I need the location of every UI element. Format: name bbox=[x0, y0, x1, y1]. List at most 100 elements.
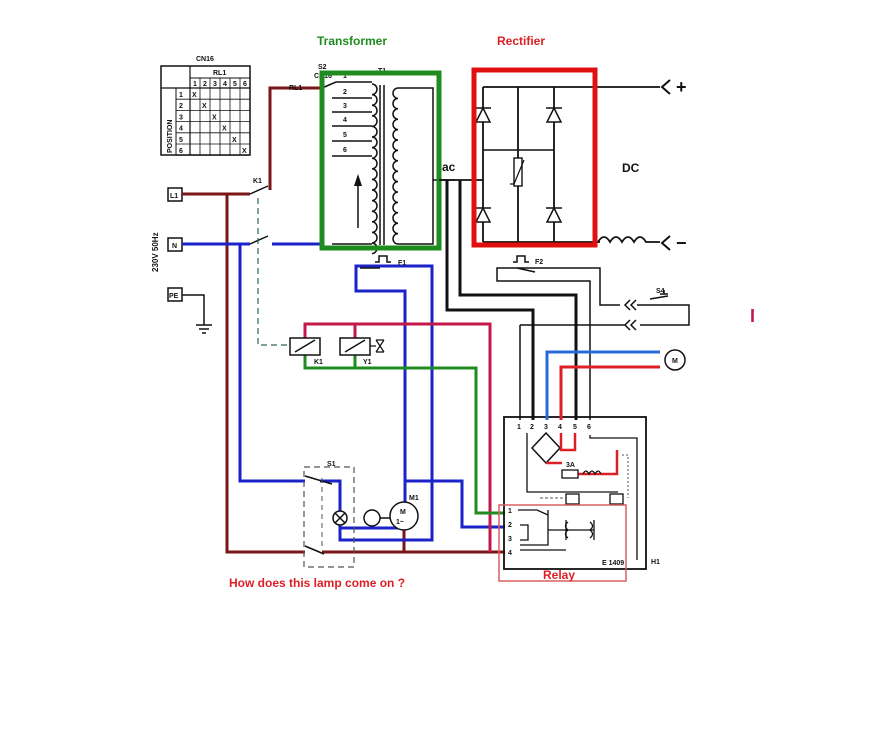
dc-plus-label: + bbox=[676, 77, 687, 97]
m1-label: M1 bbox=[409, 495, 419, 502]
selector-table-row-group: POSITION bbox=[167, 120, 174, 153]
m1-sub: 1~ bbox=[396, 519, 404, 526]
k1-label: K1 bbox=[253, 178, 262, 185]
dc-minus-terminal-icon bbox=[660, 235, 671, 251]
relay-coil-icon bbox=[609, 493, 624, 505]
s2-label: S2 bbox=[318, 64, 327, 71]
relay-highlight-box bbox=[498, 504, 627, 582]
selector-col-header: 6 bbox=[243, 81, 247, 88]
terminal-n-label: N bbox=[172, 243, 177, 250]
rectifier-highlight-box bbox=[471, 67, 598, 248]
selector-row-header: 5 bbox=[179, 137, 183, 144]
wire-red bbox=[559, 365, 660, 420]
rectifier-annotation: Rectifier bbox=[497, 34, 545, 48]
s1-label: S1 bbox=[327, 461, 336, 468]
connector-icon bbox=[623, 319, 637, 331]
lamp-question-annotation: How does this lamp come on ? bbox=[229, 576, 405, 590]
wire-n-blue bbox=[182, 242, 505, 542]
module-terminal-label: 2 bbox=[530, 424, 534, 431]
selector-mark: X bbox=[212, 114, 217, 121]
m1-symbol: M bbox=[400, 509, 406, 516]
relay-coil-icon bbox=[565, 493, 580, 505]
transformer-highlight-box bbox=[319, 70, 442, 251]
selector-mark: X bbox=[202, 103, 207, 110]
f1-label: F1 bbox=[398, 260, 406, 267]
s4-switch: S4 bbox=[623, 288, 669, 331]
connector-icon bbox=[623, 299, 637, 311]
wire-black-control bbox=[445, 180, 578, 420]
k1-contact: K1 RL1 bbox=[249, 85, 302, 346]
fuse-icon bbox=[561, 469, 579, 479]
valve-icon bbox=[370, 339, 385, 353]
small-motor-icon bbox=[664, 349, 686, 371]
module-side-terminal-label: 3 bbox=[508, 536, 512, 543]
wire-lightblue bbox=[545, 350, 660, 420]
selector-row-header: 6 bbox=[179, 148, 183, 155]
dc-annotation: DC bbox=[622, 161, 640, 175]
rectifier: + − bbox=[439, 67, 687, 253]
selector-row-header: 2 bbox=[179, 103, 183, 110]
indicator-lamp bbox=[332, 510, 348, 526]
k1-coil: K1 bbox=[289, 337, 323, 366]
module-side-terminal-label: 1 bbox=[508, 508, 512, 515]
small-motor-label: M bbox=[672, 358, 678, 365]
tap-label: 6 bbox=[343, 147, 347, 154]
choke-icon bbox=[597, 236, 660, 244]
k1-coil-label: K1 bbox=[314, 359, 323, 366]
fuse-label: 3A bbox=[566, 462, 575, 469]
transformer-annotation: Transformer bbox=[317, 34, 387, 48]
f2-thermal-switch: F2 bbox=[513, 255, 543, 273]
selector-col-header: 2 bbox=[203, 81, 207, 88]
selector-col-header: 1 bbox=[193, 81, 197, 88]
relay-annotation: Relay bbox=[543, 568, 575, 582]
wire-thin-control bbox=[496, 267, 690, 420]
module-terminal-label: 6 bbox=[587, 424, 591, 431]
wire-green bbox=[303, 355, 505, 515]
selector-mark: X bbox=[232, 137, 237, 144]
wire-crimson bbox=[303, 322, 492, 552]
selector-col-header: 5 bbox=[233, 81, 237, 88]
selector-col-header: 4 bbox=[223, 81, 227, 88]
motor-m1: M 1~ M1 bbox=[363, 495, 419, 531]
wire-l1-brown bbox=[182, 86, 505, 554]
secondary-coil-icon bbox=[392, 87, 399, 245]
module-terminal-label: 1 bbox=[517, 424, 521, 431]
module-side-terminal-label: 4 bbox=[508, 550, 512, 557]
module-terminal-label: 3 bbox=[544, 424, 548, 431]
rl1-label: RL1 bbox=[289, 85, 302, 92]
h1-label: H1 bbox=[651, 559, 660, 566]
module-terminal-label: 4 bbox=[558, 424, 562, 431]
diode-icon bbox=[474, 106, 563, 223]
relay-module-label: E 1409 bbox=[602, 560, 624, 567]
module-terminal-label: 5 bbox=[573, 424, 577, 431]
tap-label: 4 bbox=[343, 117, 347, 124]
f1-thermal-switch: F1 bbox=[360, 255, 406, 269]
s4-label: S4 bbox=[656, 288, 665, 295]
selector-col-header: 3 bbox=[213, 81, 217, 88]
selector-table-title: CN16 bbox=[196, 56, 214, 63]
tap-label: 5 bbox=[343, 132, 347, 139]
module-side-terminal-label: 2 bbox=[508, 522, 512, 529]
selector-row-header: 3 bbox=[179, 114, 183, 121]
motor-icon bbox=[389, 501, 419, 531]
dc-plus-terminal-icon bbox=[660, 79, 671, 95]
selector-mark: X bbox=[192, 92, 197, 99]
s1-switch: S1 bbox=[303, 461, 355, 568]
supply-terminals: L1 N PE 230V 50Hz bbox=[151, 187, 212, 334]
bridge-rectifier-icon bbox=[530, 431, 562, 465]
y1-label: Y1 bbox=[363, 359, 372, 366]
terminal-l1-label: L1 bbox=[170, 193, 178, 200]
selector-table-column-group: RL1 bbox=[213, 70, 226, 77]
tap-label: 1 bbox=[343, 73, 347, 80]
fan-icon bbox=[363, 509, 381, 527]
selector-mark: X bbox=[222, 126, 227, 133]
selector-row-header: 4 bbox=[179, 126, 183, 133]
f2-label: F2 bbox=[535, 259, 543, 266]
ac-annotation: ac bbox=[442, 160, 456, 174]
dc-minus-label: − bbox=[676, 233, 687, 253]
tap-label: 2 bbox=[343, 89, 347, 96]
selector-row-header: 1 bbox=[179, 92, 183, 99]
